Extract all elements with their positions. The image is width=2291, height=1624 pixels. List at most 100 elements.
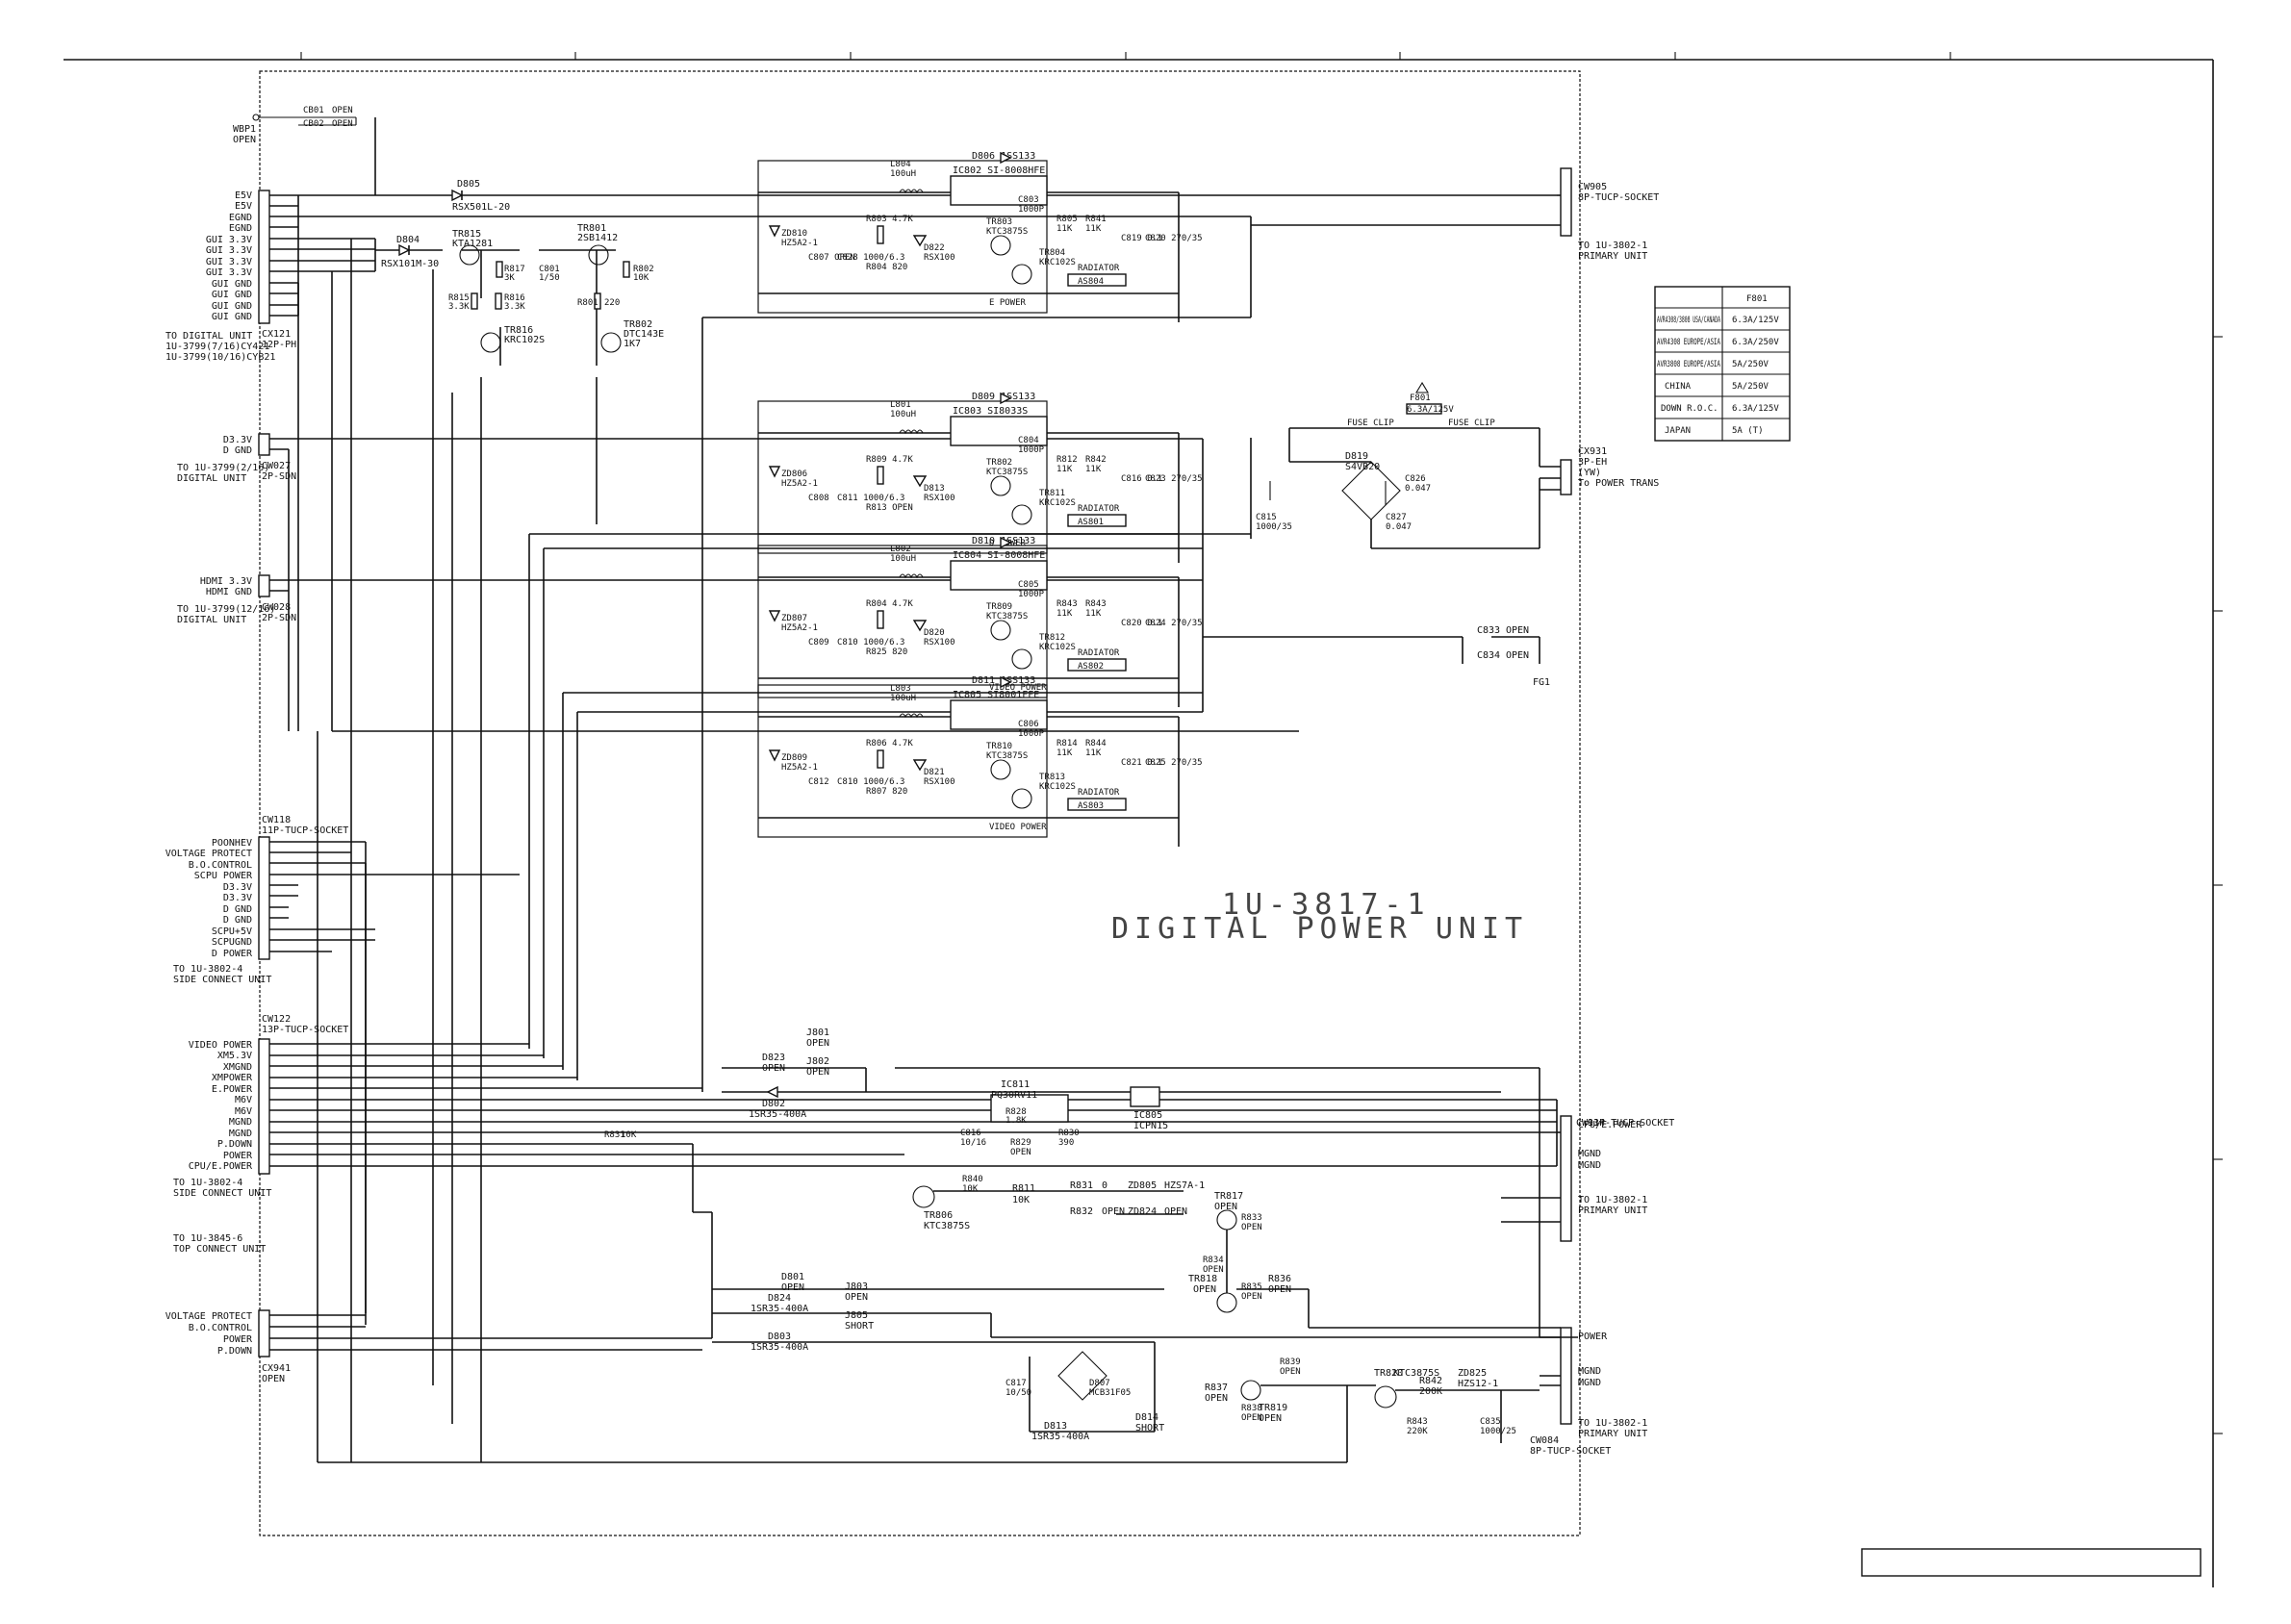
reg3-cout-value: 1000P (1018, 590, 1045, 599)
reg3-r2-value: 11K (1085, 609, 1102, 619)
fuse-clip-left: FUSE CLIP (1347, 419, 1394, 428)
cw028-type: 2P-SDN (262, 613, 296, 623)
reg3-d-symbol (912, 620, 928, 632)
r811-label: R811 (1012, 1183, 1035, 1194)
reg2-tr-a-label: TR802 (986, 458, 1012, 468)
reg4-ic-label: IC805 SI8001FFE (953, 690, 1039, 700)
reg3-c3-a: C820 0.1 (1121, 619, 1162, 628)
r831-label: R831 (604, 1130, 625, 1140)
cw934-pin-1: MGND (1578, 1149, 1601, 1159)
cw934-name: CW934 (1576, 1118, 1605, 1129)
j801-label: J801 (806, 1028, 829, 1038)
fuse-table-r2-c0: AVR3808 EUROPE/ASIA (1657, 360, 1720, 369)
tr806-label: TR806 (924, 1210, 953, 1221)
fuse-table-r2-c1: 5A/250V (1732, 360, 1769, 369)
reg3-res-a: R804 4.7K (866, 599, 913, 609)
j803-value: OPEN (845, 1292, 868, 1303)
cw118-pin-9: SCPUGND (212, 937, 252, 948)
reg3-tr-a-label: TR809 (986, 602, 1012, 612)
cw027-pin-0: D3.3V (223, 435, 252, 445)
cw934-dest-1: PRIMARY UNIT (1578, 1205, 1647, 1216)
reg1-tr-a-label: TR803 (986, 217, 1012, 227)
r828-label: R828 (1005, 1107, 1027, 1117)
reg2-radiator-label: RADIATOR (1078, 504, 1120, 514)
reg3-d-value: RSX100 (924, 638, 955, 647)
cw122-pin-1: XM5.3V (217, 1051, 252, 1061)
cw122-pin-11: CPU/E.POWER (189, 1161, 253, 1172)
j803-label: J803 (845, 1281, 868, 1292)
reg3-coil-value: 100uH (890, 554, 916, 564)
reg3-cap-b: C810 1000/6.3 (837, 638, 904, 647)
r838-label: R838 (1241, 1404, 1262, 1413)
reg1-coil-symbol (899, 189, 924, 194)
reg2-tr-b-symbol (1011, 504, 1032, 525)
cw118-type: 11P-TUCP-SOCKET (262, 825, 348, 836)
j802-value: OPEN (806, 1067, 829, 1078)
reg2-coil-value: 100uH (890, 410, 916, 419)
d802-value: 1SR35-400A (749, 1109, 806, 1120)
ic805-label: IC805 (1133, 1110, 1162, 1121)
reg2-tr-a-symbol (990, 475, 1011, 496)
reg1-r1-label: R805 (1056, 215, 1078, 224)
connector-cw122: CW122 13P-TUCP-SOCKET VIDEO POWER XM5.3V… (173, 1014, 348, 1255)
d813b-label: D813 (1044, 1421, 1067, 1432)
r837-value: OPEN (1205, 1393, 1228, 1404)
f801-label: F801 (1410, 393, 1431, 403)
cw122-pin-6: M6V (235, 1106, 252, 1117)
reg4-c3-b: C825 270/35 (1145, 758, 1203, 768)
reg4-res-b: R807 820 (866, 787, 907, 797)
reg4-radiator-value: AS803 (1078, 801, 1104, 811)
reg1-tr-a-value: KTC3875S (986, 227, 1028, 237)
reg2-radiator-body (1067, 514, 1127, 527)
zd824-value: OPEN (1164, 1206, 1187, 1217)
reg2-r2-value: 11K (1085, 465, 1102, 474)
reg1-r2-label: R841 (1085, 215, 1107, 224)
d803-value: 1SR35-400A (751, 1342, 808, 1353)
r832-label: R832 (1070, 1206, 1093, 1217)
cb01-value: OPEN (332, 106, 353, 115)
right-connectors: CW905 8P-TUCP-SOCKET TO 1U-3802-1 PRIMAR… (1251, 167, 1674, 1457)
reg2-cout-value: 1000P (1018, 445, 1045, 455)
r828-value: 1.8K (1005, 1116, 1027, 1126)
cw122-pin-3: XMPOWER (212, 1073, 253, 1083)
cw118-pin-3: SCPU POWER (194, 871, 253, 881)
cw028-name: CW028 (262, 602, 291, 613)
reg4-r1-label: R814 (1056, 739, 1078, 749)
reg1-power-label: E POWER (989, 298, 1027, 308)
fuse-clip-right: FUSE CLIP (1448, 419, 1495, 428)
reg2-coil-symbol (899, 429, 924, 435)
reg1-zener-symbol (768, 225, 781, 238)
reg3-coil-label: L802 (890, 545, 911, 554)
cw084-dest-1: PRIMARY UNIT (1578, 1429, 1647, 1439)
r836-label: R836 (1268, 1274, 1291, 1284)
f801-value: 6.3A/125V (1407, 405, 1454, 415)
r831b-label: R831 (1070, 1180, 1093, 1191)
reg1-d-label: D822 (924, 243, 945, 253)
r839-label: R839 (1280, 1358, 1301, 1367)
r802-label: R802 (633, 265, 654, 274)
reg1-cap-a: C807 OPEN (808, 253, 855, 263)
cw934-dest-0: TO 1U-3802-1 (1578, 1195, 1647, 1205)
c817-value: 10/50 (1005, 1388, 1031, 1398)
c826-value: 0.047 (1405, 484, 1431, 494)
reg1-ic-body (950, 175, 1048, 206)
reg1-d-symbol (912, 235, 928, 247)
cw905-type: 8P-TUCP-SOCKET (1578, 192, 1659, 203)
reg3-radiator-label: RADIATOR (1078, 648, 1120, 658)
r801-label: R801 (577, 298, 598, 308)
tr806-value: KTC3875S (924, 1221, 970, 1231)
tr802-value: DTC143E (624, 329, 664, 340)
cx121-dest-0: TO DIGITAL UNIT (165, 331, 252, 342)
d814-label: D814 (1135, 1412, 1158, 1423)
d804-value: RSX101M-30 (381, 259, 439, 269)
cw084-dest-0: TO 1U-3802-1 (1578, 1418, 1647, 1429)
cx931-name: CX931 (1578, 446, 1607, 457)
c815-value: 1000/35 (1256, 522, 1292, 532)
wbp1-jumper: WBP1 OPEN CB01 OPEN CB02 OPEN (233, 106, 357, 145)
cw934-pin-0: CPU/E.POWER (1578, 1120, 1642, 1130)
reg3-power-label: VIDEO POWER (989, 683, 1047, 693)
cx121-dest-2: 1U-3799(10/16)CYB21 (165, 352, 275, 363)
fuse-table-r4-c0: DOWN R.O.C. (1661, 404, 1718, 414)
cx121-type: 12P-PH (262, 340, 296, 350)
